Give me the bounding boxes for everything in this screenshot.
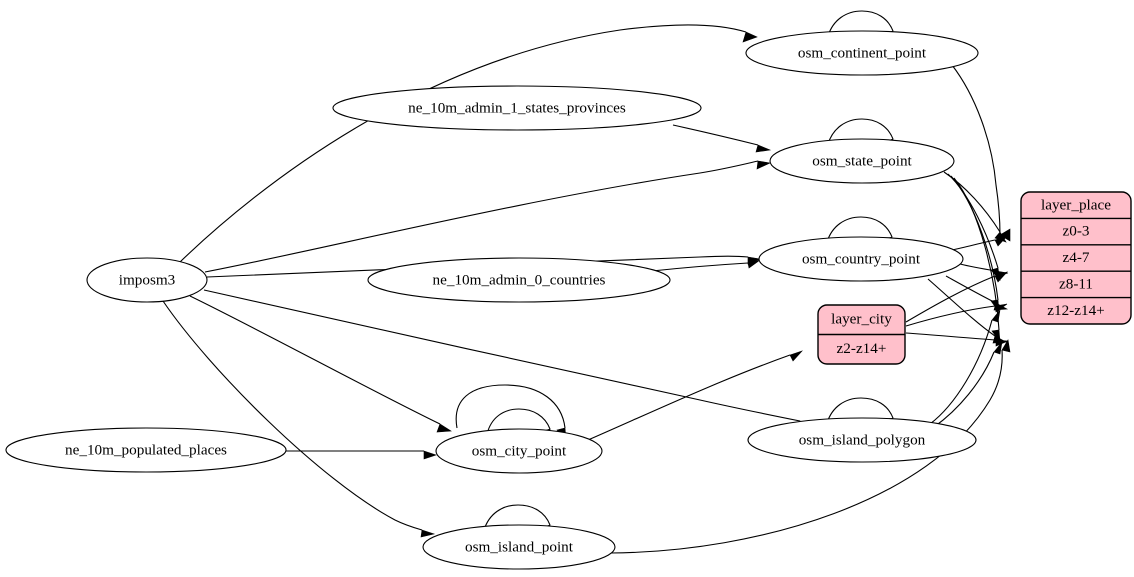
node-label-ne_10m_admin_0_countries: ne_10m_admin_0_countries (433, 271, 606, 288)
record-row-layer_city-z2-z14[interactable]: z2-z14+ (837, 340, 887, 357)
record-row-layer_city-title: layer_city (831, 310, 892, 327)
edge-layer_city-to-layer_place-z12-z14+ (905, 332, 1009, 347)
edge-ne_10m_admin_0_countries-to-osm_country_point (651, 259, 761, 272)
edge-osm_island_point-to-layer_place-z12-z14+ (609, 339, 1011, 554)
edge-osm_continent_point-to-layer_place-z0-3 (951, 64, 1011, 242)
record-row-layer_place-z12-z14[interactable]: z12-z14+ (1047, 302, 1104, 319)
node-ne_10m_admin_0_countries[interactable]: ne_10m_admin_0_countries (367, 257, 671, 303)
record-row-layer_place-z0-3[interactable]: z0-3 (1063, 222, 1090, 239)
node-label-ne_10m_populated_places: ne_10m_populated_places (65, 441, 227, 458)
node-label-ne_10m_admin_1_states_provinces: ne_10m_admin_1_states_provinces (408, 99, 626, 116)
node-ne_10m_populated_places[interactable]: ne_10m_populated_places (5, 427, 287, 473)
node-ne_10m_admin_1_states_provinces[interactable]: ne_10m_admin_1_states_provinces (332, 85, 702, 131)
edge-imposm3-to-osm_state_point (204, 160, 772, 273)
edge-ne_10m_admin_1_states_provinces-to-osm_state_point (672, 124, 772, 153)
edge-osm_country_point-to-layer_place-z0-3 (951, 235, 1008, 251)
record-row-layer_place-z4-7[interactable]: z4-7 (1063, 249, 1090, 266)
edge-layer_city-to-layer_place-z8-11 (905, 303, 1008, 327)
nodes-layer: imposm3 ne_10m_admin_1_states_provinces … (5, 30, 979, 570)
node-label-osm_continent_point: osm_continent_point (798, 44, 927, 61)
node-label-osm_island_polygon: osm_island_polygon (799, 431, 926, 448)
node-label-imposm3: imposm3 (119, 271, 176, 288)
edge-imposm3-to-osm_island_point (162, 300, 436, 538)
node-label-osm_city_point: osm_city_point (472, 442, 567, 459)
edge-imposm3-to-osm_island_polygon (203, 289, 814, 429)
node-label-osm_state_point: osm_state_point (812, 152, 912, 169)
edge-osm_island_polygon-to-layer_place-z12-z14+ (933, 340, 1003, 428)
node-osm_island_polygon[interactable]: osm_island_polygon (747, 417, 977, 463)
edge-osm_city_point-to-layer_city (587, 350, 803, 441)
node-osm_city_point[interactable]: osm_city_point (435, 428, 603, 474)
record-node-layer_city[interactable]: layer_city z2-z14+ (817, 304, 906, 365)
records-layer: layer_place z0-3 z4-7 z8-11 z12-z14+ lay… (817, 191, 1132, 365)
node-imposm3[interactable]: imposm3 (86, 257, 208, 303)
record-row-layer_place-title: layer_place (1041, 196, 1111, 213)
node-label-osm_island_point: osm_island_point (465, 538, 574, 555)
edge-layer_city-to-layer_place-z4-7 (905, 271, 1008, 323)
edge-imposm3-to-osm_city_point (189, 295, 452, 433)
record-row-layer_place-z8-11[interactable]: z8-11 (1059, 275, 1093, 292)
edge-ne_10m_populated_places-to-osm_city_point (286, 450, 437, 460)
node-osm_continent_point[interactable]: osm_continent_point (745, 30, 979, 76)
edge-osm_state_point-to-layer_place-z0-3 (943, 171, 1007, 243)
node-osm_state_point[interactable]: osm_state_point (769, 138, 955, 184)
record-node-layer_place[interactable]: layer_place z0-3 z4-7 z8-11 z12-z14+ (1020, 191, 1132, 325)
node-label-osm_country_point: osm_country_point (802, 250, 921, 267)
edge-osm_island_polygon-to-layer_place-z8-11 (929, 308, 1001, 425)
node-osm_island_point[interactable]: osm_island_point (422, 524, 616, 570)
node-osm_country_point[interactable]: osm_country_point (758, 236, 964, 282)
edge-imposm3-to-osm_continent_point (179, 24, 758, 263)
